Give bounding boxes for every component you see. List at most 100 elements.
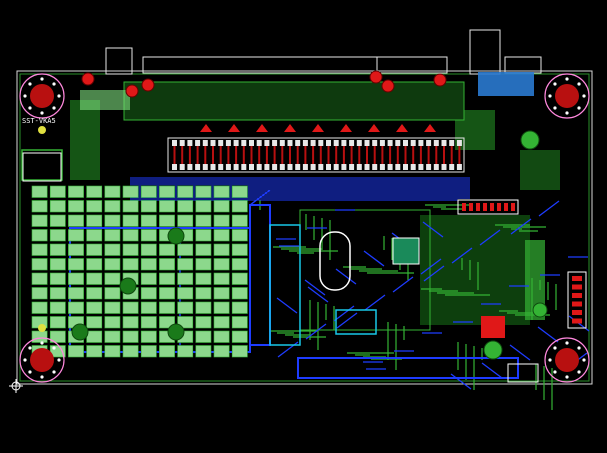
trace-bottom: [423, 265, 445, 282]
header-pin-top: [426, 140, 432, 146]
grid-pad: [86, 301, 103, 314]
grid-pad: [122, 229, 139, 242]
mounting-via: [40, 375, 44, 379]
grid-pad: [31, 272, 48, 285]
grid-pad: [195, 229, 212, 242]
header-pin-top: [279, 140, 285, 146]
grid-pad: [231, 185, 248, 198]
header-pin-bottom: [326, 164, 331, 170]
grid-pad: [86, 243, 103, 256]
header-pin-top: [341, 140, 347, 146]
grid-pad: [159, 287, 175, 300]
mounting-via: [57, 94, 61, 98]
grid-pad: [140, 287, 157, 300]
header-pin-top: [179, 140, 185, 146]
grid-pad: [177, 287, 194, 300]
grid-pad: [195, 214, 212, 227]
trace-bottom: [392, 276, 414, 293]
pour-left: [21, 149, 63, 181]
grid-pad: [231, 200, 248, 213]
grid-pad: [231, 330, 248, 343]
crosshair-icon: [9, 379, 23, 393]
trace-bottom: [509, 344, 531, 361]
mounting-via: [553, 106, 557, 110]
grid-pad: [213, 272, 230, 285]
grid-pad: [195, 200, 212, 213]
header-pin-bottom: [179, 164, 185, 170]
grid-pad: [195, 243, 212, 256]
jumper-pin: [469, 203, 473, 211]
grid-pad: [213, 330, 230, 343]
header-pin-bottom: [318, 164, 324, 170]
grid-pad: [195, 301, 212, 314]
mounting-via: [553, 370, 557, 374]
jumper-pin: [504, 203, 508, 211]
header-pin-top: [433, 140, 439, 146]
header-pin-top: [202, 140, 208, 146]
grid-pad: [49, 243, 66, 256]
header-pin-top: [249, 140, 254, 146]
mounting-via: [577, 346, 581, 350]
mounting-via: [57, 358, 61, 362]
header-pin-top: [225, 140, 231, 146]
grid-pad: [231, 272, 248, 285]
mounting-hole-pad: [30, 348, 54, 372]
grid-pad: [122, 316, 139, 329]
trace-bottom: [305, 323, 327, 340]
led-a: [38, 126, 46, 134]
header-outline: [167, 137, 465, 173]
copper-top-layer: [21, 72, 560, 410]
grid-pad: [177, 272, 194, 285]
grid-pad: [104, 200, 121, 213]
mounting-hole-icon: [19, 337, 65, 383]
grid-pad: [140, 301, 157, 314]
grid-pad: [68, 214, 84, 227]
header-pin-bottom: [333, 164, 339, 170]
grid-pad: [231, 243, 248, 256]
electrolytic-cap-b: [532, 302, 548, 318]
trace-bottom: [336, 312, 358, 329]
grid-pad: [140, 330, 157, 343]
bottom-column-a: [249, 204, 271, 346]
mounting-via: [577, 106, 581, 110]
header-pin-top: [326, 140, 331, 146]
electrolytic-cap: [483, 340, 503, 360]
connector-pad: [369, 70, 383, 84]
grid-pad: [140, 316, 157, 329]
grid-pad: [122, 214, 139, 227]
grid-pad: [231, 345, 248, 358]
header-pin-top: [302, 140, 308, 146]
grid-pad: [104, 316, 121, 329]
grid-pad: [140, 229, 157, 242]
trace-bottom: [364, 294, 386, 311]
grid-pad: [231, 229, 248, 242]
diode-marker: [228, 124, 240, 132]
diode-marker: [368, 124, 380, 132]
grid-pad: [86, 345, 103, 358]
header-pin-bottom: [372, 164, 378, 170]
connector-pad: [125, 84, 139, 98]
grid-pad: [68, 185, 84, 198]
grid-pad: [68, 243, 84, 256]
red-smd-pad: [481, 316, 505, 338]
mcu-chip: [392, 237, 420, 265]
grid-pad: [195, 345, 212, 358]
header-pin-top: [449, 140, 455, 146]
header-pin-bottom: [241, 164, 247, 170]
mounting-via: [577, 82, 581, 86]
grid-pad: [231, 316, 248, 329]
trace-bottom: [538, 200, 560, 217]
grid-pad: [213, 258, 230, 271]
grid-pad: [31, 229, 48, 242]
grid-pad: [213, 229, 230, 242]
grid-pad: [159, 214, 175, 227]
ground-pour-edge: [19, 73, 590, 382]
mounting-via: [52, 82, 56, 86]
grid-pad: [104, 214, 121, 227]
mounting-via: [577, 370, 581, 374]
header-pin-top: [318, 140, 324, 146]
grid-pad: [177, 185, 194, 198]
mounting-via: [548, 94, 552, 98]
